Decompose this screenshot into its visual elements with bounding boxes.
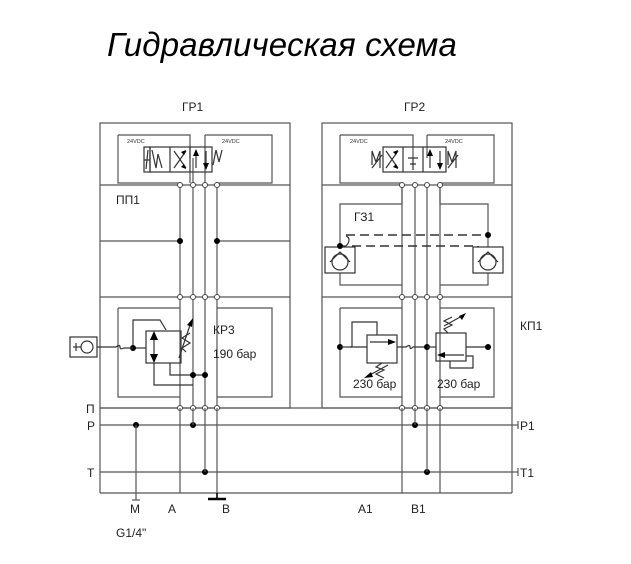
- relief-valves-kp1: [337, 313, 491, 379]
- diagram-title: Гидравлическая схема: [107, 26, 458, 63]
- kp1-label: КП1: [520, 319, 543, 333]
- thread-label: G1/4": [116, 526, 146, 540]
- line-label-pressure: P: [87, 419, 95, 433]
- section-ports: [177, 182, 443, 411]
- gz1-label: ГЗ1: [354, 210, 374, 224]
- port-label-a1: A1: [358, 502, 373, 516]
- right-stack: [321, 122, 513, 409]
- pp1-label: ПП1: [116, 193, 140, 207]
- gr2-coil-right-label: 24VDC: [445, 139, 463, 145]
- line-label-pilot: П: [86, 402, 95, 416]
- port-label-b1: B1: [411, 502, 426, 516]
- base-channels: [132, 408, 441, 501]
- left-stack: [99, 122, 291, 409]
- kp1-pressure-left: 230 бар: [353, 377, 397, 391]
- line-label-p1: P1: [520, 419, 535, 433]
- gr2-label: ГР2: [404, 100, 426, 114]
- port-label-m: M: [130, 502, 140, 516]
- kr3-label: КР3: [213, 323, 235, 337]
- junction-dots: [133, 238, 430, 475]
- gr2-coil-left-label: 24VDC: [350, 139, 368, 145]
- gr1-coil-left-label: 24VDC: [127, 139, 145, 145]
- base-plate: [99, 407, 519, 494]
- line-label-tank: T: [87, 466, 95, 480]
- gr1-coil-right-label: 24VDC: [222, 139, 240, 145]
- kr3-pressure: 190 бар: [213, 347, 257, 361]
- gr1-label: ГР1: [182, 100, 204, 114]
- solenoid-valve-gr1: [143, 146, 223, 173]
- port-label-b: B: [222, 502, 230, 516]
- pressure-reducing-valve-kr3: [69, 318, 208, 386]
- line-label-t1: T1: [520, 466, 534, 480]
- pilot-check-valves-gz1: [324, 232, 504, 274]
- kp1-pressure-right: 230 бар: [437, 377, 481, 391]
- solenoid-valve-gr2: [371, 146, 459, 173]
- port-label-a: A: [168, 502, 176, 516]
